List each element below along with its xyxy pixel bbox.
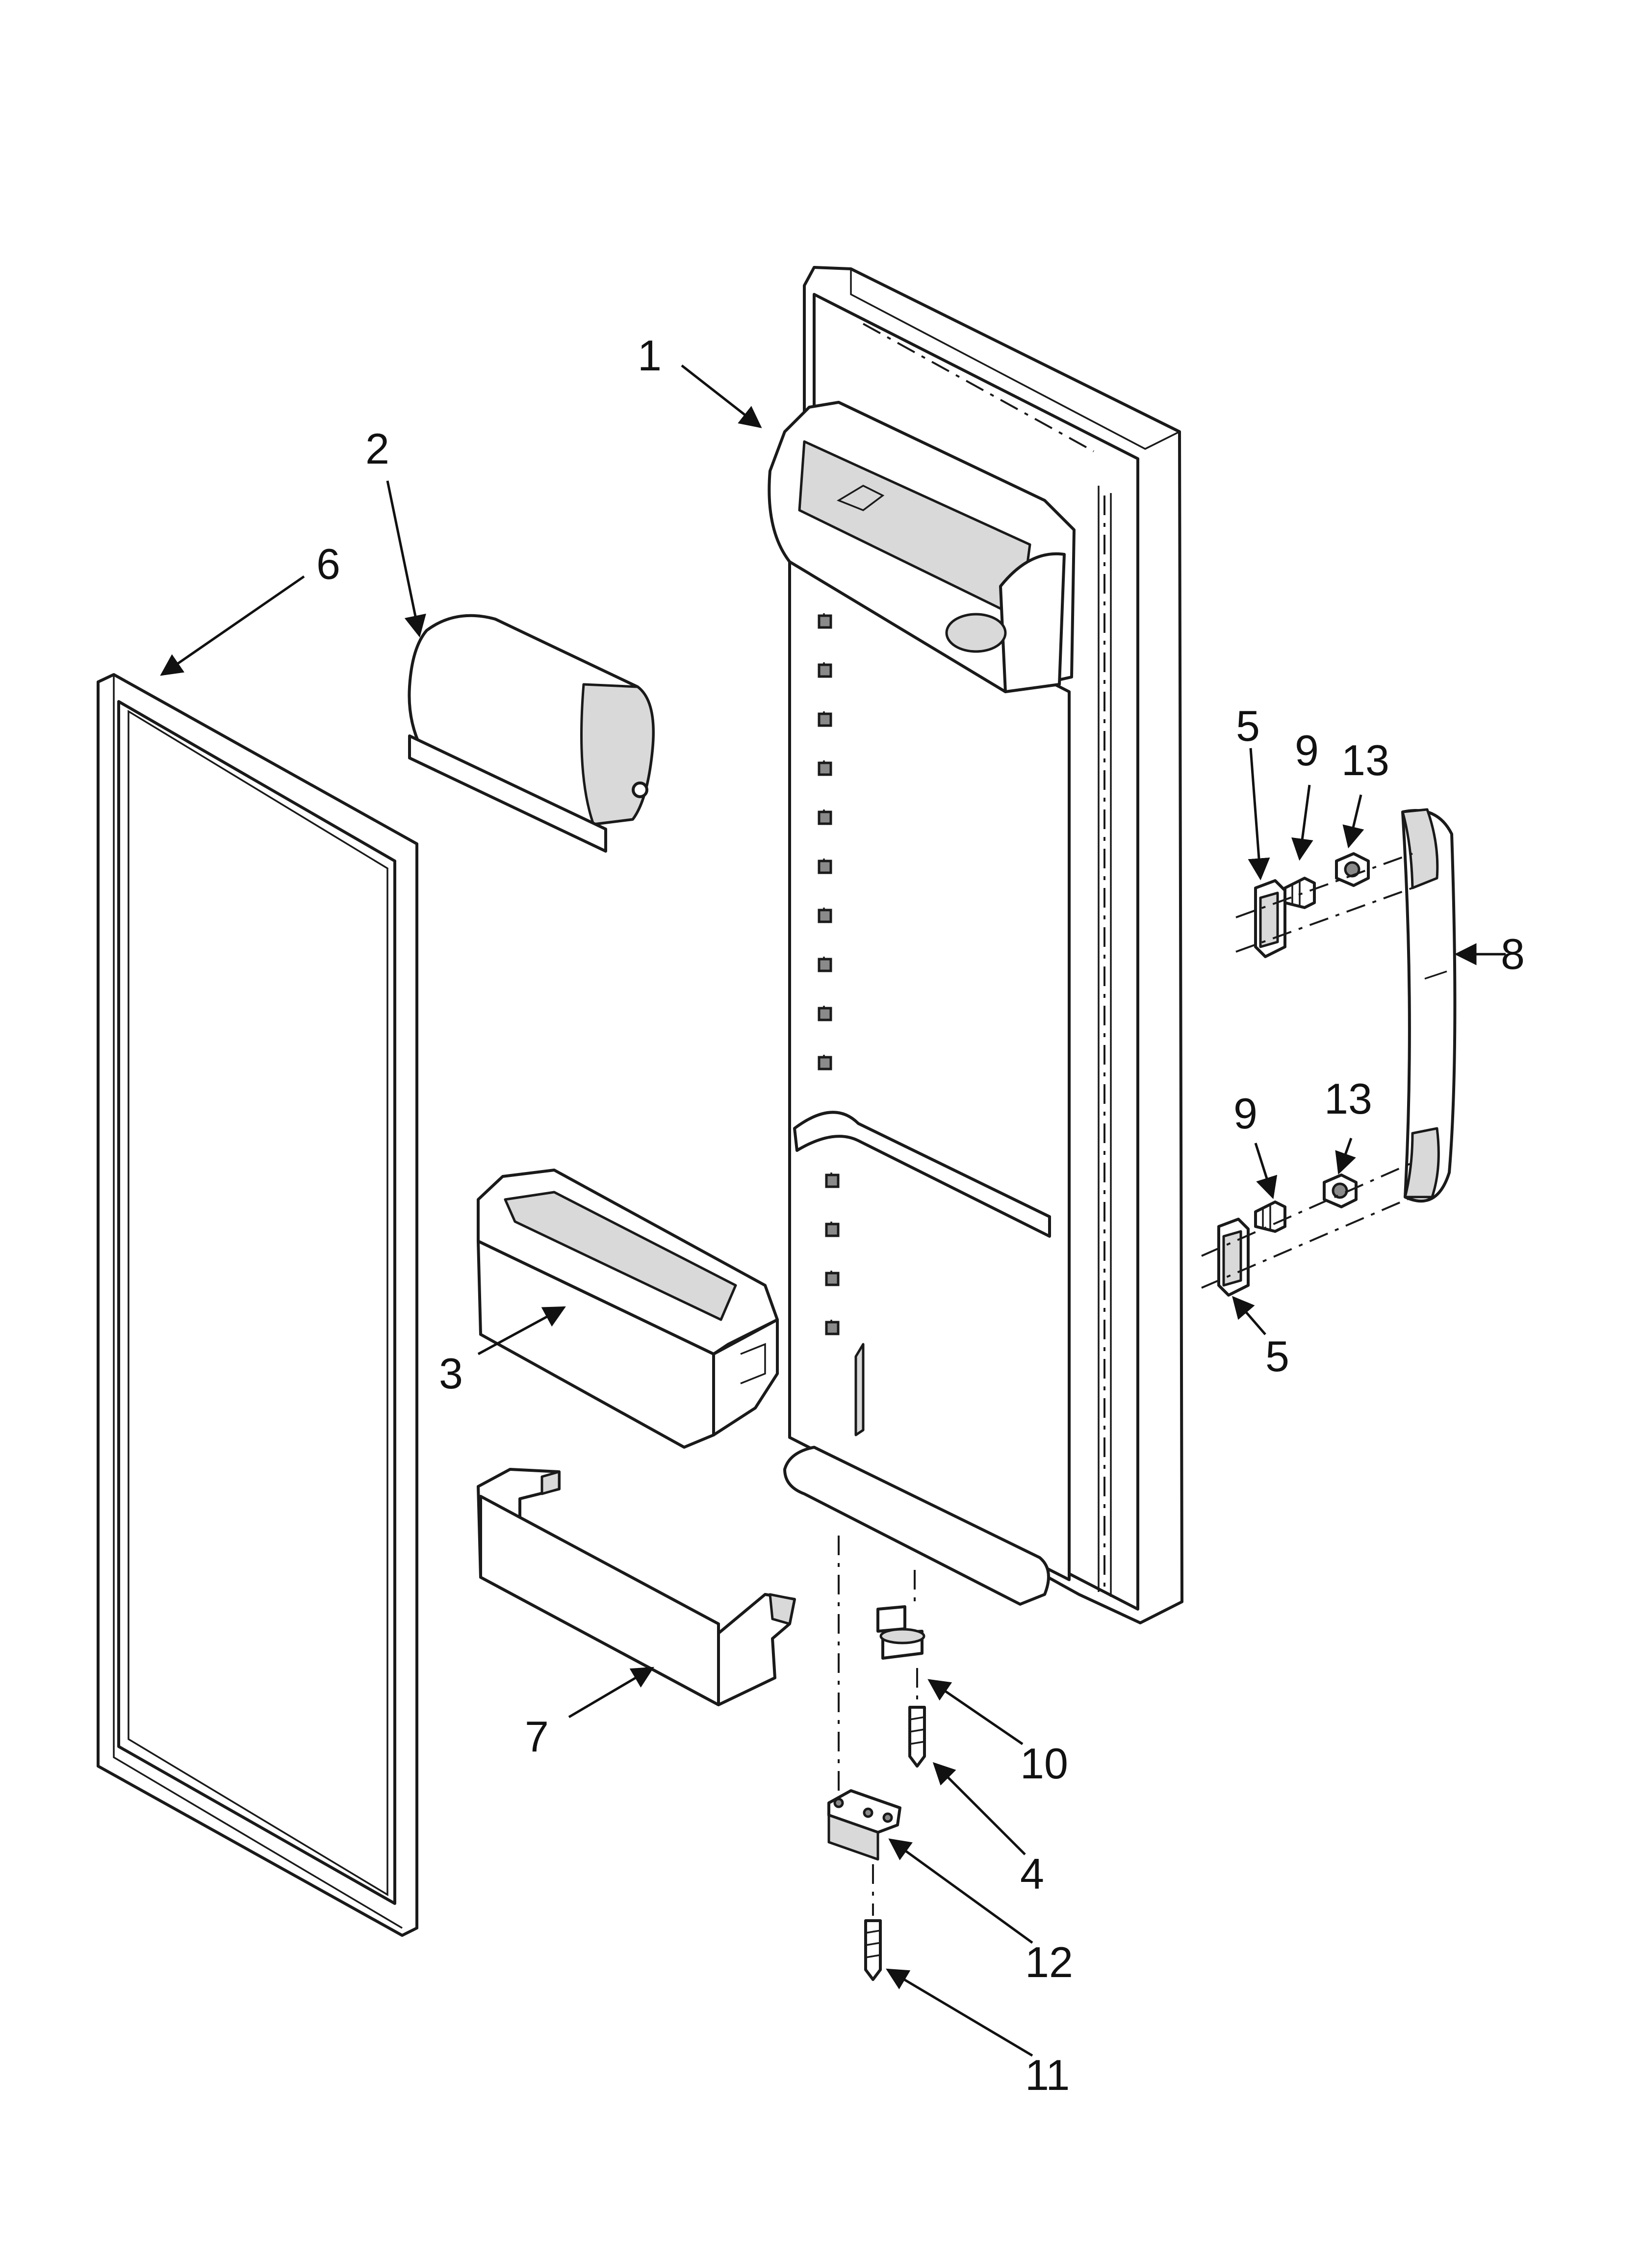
callout-9a: 9 <box>1295 726 1319 775</box>
hinge-plate <box>827 1789 901 1861</box>
callout-2: 2 <box>365 424 389 473</box>
door-bin <box>477 1169 779 1449</box>
door-shelf <box>477 1468 796 1706</box>
dispenser-cover <box>408 614 655 853</box>
handle-screw-upper <box>1283 877 1316 909</box>
handle-mount-clip-lower <box>1217 1218 1250 1297</box>
callout-10: 10 <box>1020 1739 1068 1788</box>
callout-5a: 5 <box>1236 702 1260 750</box>
callout-labels: 1 2 3 4 5 5 6 7 8 9 9 10 11 12 13 13 <box>316 331 1525 2099</box>
handle-screw-lower <box>1254 1200 1286 1233</box>
callout-12: 12 <box>1025 1938 1073 1986</box>
callout-8: 8 <box>1501 930 1525 978</box>
callout-1: 1 <box>638 331 662 380</box>
hinge-screw-upper <box>908 1706 926 1768</box>
callout-7: 7 <box>525 1712 549 1761</box>
door-gasket <box>97 673 418 1937</box>
callout-3: 3 <box>439 1349 463 1398</box>
callout-11: 11 <box>1025 2051 1070 2099</box>
callout-13b: 13 <box>1324 1074 1372 1123</box>
handle-mount-clip-upper <box>1254 879 1286 958</box>
callout-4: 4 <box>1020 1850 1044 1898</box>
door-handle <box>1401 808 1457 1203</box>
callout-13a: 13 <box>1341 736 1389 784</box>
hinge-screw-lower <box>864 1919 882 1981</box>
callout-5b: 5 <box>1265 1332 1289 1381</box>
door-hinge-pin <box>876 1605 925 1660</box>
leader-lines <box>160 365 1506 2057</box>
handle-nut-lower <box>1323 1173 1358 1208</box>
callout-9b: 9 <box>1233 1089 1257 1138</box>
handle-nut-upper <box>1335 852 1370 887</box>
door-liner-assembly <box>768 266 1183 1624</box>
callout-6: 6 <box>316 540 340 588</box>
